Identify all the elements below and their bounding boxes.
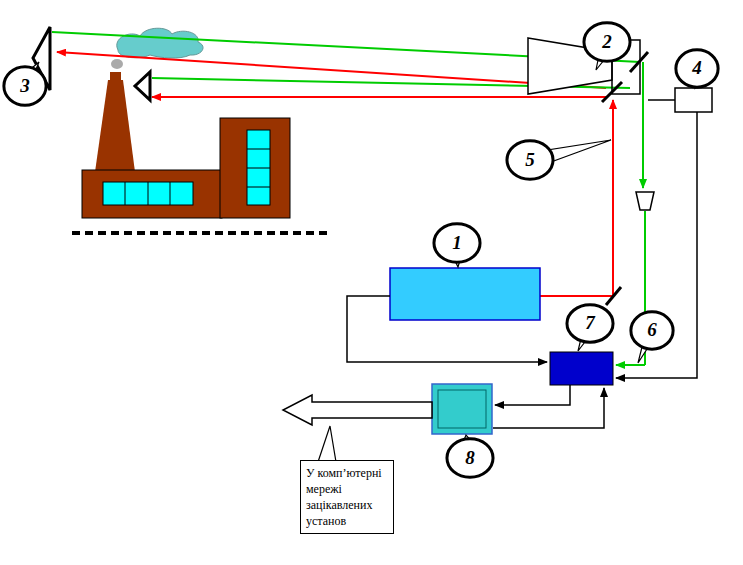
callout-number: 3 (3, 75, 47, 97)
wire (648, 99, 675, 101)
callout-number: 7 (566, 312, 614, 334)
callout-bubble: 4 (675, 49, 719, 88)
callout-ellipse (4, 67, 46, 105)
return-beam (616, 364, 645, 366)
mirror (602, 82, 622, 102)
callout-ellipse (676, 49, 718, 86)
callout-ellipse (584, 23, 630, 61)
smoke-cloud (117, 28, 203, 58)
callout-bubble: 3 (3, 66, 47, 106)
smoke (111, 59, 123, 69)
mirror (630, 52, 648, 72)
control-unit (550, 352, 613, 385)
computer (432, 384, 492, 434)
window-frame (247, 149, 270, 150)
window-frame (148, 182, 149, 205)
callout-bubble: 6 (630, 311, 674, 350)
drive-unit (675, 88, 712, 112)
laser (390, 268, 540, 320)
callout-ellipse (631, 311, 673, 348)
callout-number: 2 (583, 31, 631, 53)
output-arrow (283, 395, 432, 425)
note-box: У комп’ютерні мережі зацікавлених устано… (300, 460, 394, 534)
wire (493, 388, 604, 428)
callout-bubble: 2 (583, 22, 631, 62)
photodetector (636, 192, 654, 210)
corner-reflector (135, 72, 150, 100)
factory-building (82, 170, 222, 218)
callout-bubble: 7 (566, 304, 614, 343)
callout-bubble: 1 (433, 223, 481, 263)
callout-number: 1 (433, 232, 481, 254)
window-frame (170, 182, 171, 205)
callout-number: 6 (630, 319, 674, 341)
factory-building (220, 118, 290, 218)
callout-ellipse (507, 141, 553, 179)
computer-bevel (438, 390, 486, 428)
callout-number: 5 (506, 149, 554, 171)
callout-ellipse (567, 304, 613, 341)
window (103, 182, 193, 205)
window (247, 130, 270, 205)
wire (495, 385, 570, 405)
return-beam (642, 62, 644, 188)
wire (347, 296, 547, 362)
ground (72, 231, 330, 235)
note-text: У комп’ютерні мережі зацікавлених устано… (306, 465, 388, 529)
window-frame (247, 187, 270, 188)
window-frame (125, 182, 126, 205)
callout-ellipse (434, 224, 480, 262)
callout-number: 8 (446, 447, 494, 469)
callout-bubble: 8 (446, 438, 494, 478)
laser-beam (152, 96, 606, 98)
chimney (95, 80, 135, 172)
callout-tail (318, 426, 336, 462)
laser-beam (540, 295, 612, 297)
callout-number: 4 (675, 57, 719, 79)
callout-bubble: 5 (506, 140, 554, 180)
window-frame (247, 168, 270, 169)
mirror (606, 287, 621, 305)
wire (616, 112, 697, 378)
chimney-cap (110, 72, 121, 81)
laser-beam (612, 100, 614, 296)
callout-ellipse (447, 439, 493, 477)
